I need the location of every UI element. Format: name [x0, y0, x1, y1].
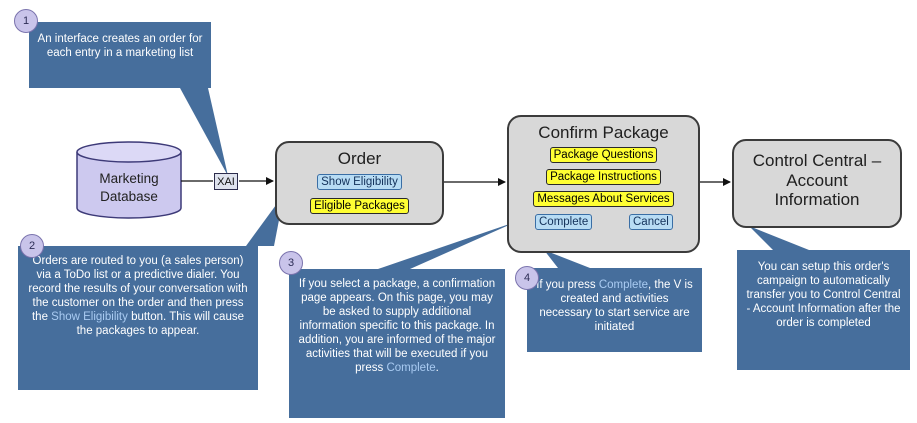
- database-label-line2: Database: [100, 188, 158, 204]
- callout-4-text: If you press: [536, 279, 599, 291]
- callout-1-pointer: [180, 88, 228, 176]
- callout-2-pointer: [246, 194, 284, 246]
- step-1-badge: 1: [14, 9, 38, 33]
- callout-4-text-end: , the V is created and activities necess…: [539, 279, 693, 334]
- callout-4-complete-link: Complete: [598, 279, 649, 291]
- cancel-button[interactable]: Cancel: [629, 213, 673, 230]
- callout-3-complete-link: Complete: [386, 362, 436, 375]
- show-eligibility-button[interactable]: Show Eligibility: [317, 173, 402, 190]
- confirm-package-box: Confirm Package Package Questions Packag…: [507, 115, 700, 253]
- callout-1: An interface creates an order for each e…: [29, 22, 211, 88]
- callout-2-text-end: button. This will cause the packages to …: [76, 311, 244, 338]
- confirm-package-title: Confirm Package: [538, 123, 669, 142]
- callout-5-pointer: [749, 226, 809, 250]
- callout-3-text-end: .: [435, 362, 439, 375]
- control-central-line3: Information: [774, 190, 860, 210]
- callout-1-text: An interface creates an order for each e…: [37, 33, 203, 60]
- complete-button[interactable]: Complete: [535, 213, 593, 230]
- package-instructions-label: Package Instructions: [546, 168, 661, 185]
- control-central-line2: Account: [786, 170, 848, 190]
- callout-2-show-eligibility-link: Show Eligibility: [51, 311, 128, 324]
- callout-3-pointer: [378, 221, 518, 269]
- database-cylinder: [76, 141, 182, 219]
- xai-box: XAI: [214, 173, 238, 190]
- database-label-line1: Marketing: [99, 171, 159, 186]
- callout-3: If you select a package, a confirmation …: [289, 269, 505, 418]
- callout-4-pointer: [544, 250, 590, 268]
- callout-3-text: If you select a package, a confirmation …: [298, 278, 496, 375]
- database-label: Marketing Database: [77, 170, 181, 205]
- messages-about-services-label: Messages About Services: [533, 190, 674, 207]
- control-central-line1: Control Central –: [752, 151, 882, 170]
- step-2-badge: 2: [20, 234, 44, 258]
- callout-2-text: Orders are routed to you (a sales person…: [28, 255, 248, 324]
- step-3-badge: 3: [279, 251, 303, 275]
- package-questions-label: Package Questions: [549, 146, 658, 163]
- order-box: Order Show Eligibility Eligible Packages: [275, 141, 444, 225]
- order-title: Order: [337, 149, 382, 168]
- step-4-badge: 4: [515, 266, 539, 290]
- callout-2: Orders are routed to you (a sales person…: [18, 246, 258, 390]
- callout-5: You can setup this order's campaign to a…: [737, 250, 910, 370]
- callout-5-text: You can setup this order's campaign to a…: [746, 261, 901, 330]
- eligible-packages-label: Eligible Packages: [310, 197, 409, 214]
- control-central-box: Control Central – Account Information: [732, 139, 902, 228]
- callout-4: If you press Complete, the V is created …: [527, 268, 702, 352]
